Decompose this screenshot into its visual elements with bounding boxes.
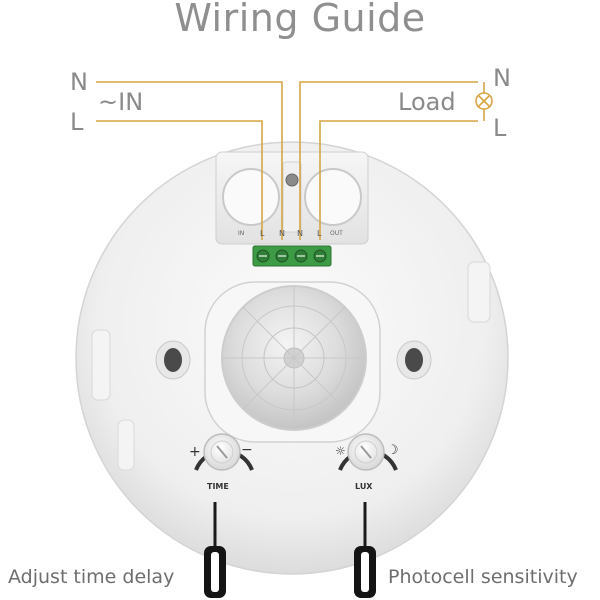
time-plus-symbol: + (189, 444, 201, 460)
wire-out-n (299, 81, 478, 240)
terminal-in-tag: IN (238, 230, 245, 237)
terminal-pin-label: L (260, 229, 265, 238)
mounting-hole-right (396, 340, 432, 380)
load-label: Load (398, 88, 456, 116)
wire-in-l (96, 120, 263, 240)
lux-knob[interactable] (338, 433, 398, 471)
time-caption: Adjust time delay (8, 566, 175, 588)
input-label: ~IN (98, 88, 144, 116)
time-knob-label: TIME (207, 482, 229, 491)
terminal-strip (252, 245, 332, 267)
input-n-label: N (70, 68, 88, 96)
time-knob[interactable] (194, 433, 254, 471)
output-l-label: L (493, 114, 507, 142)
pir-lens (204, 281, 381, 443)
wires (96, 81, 485, 240)
mounting-hole-left (155, 340, 191, 380)
terminal-pin-label: N (297, 229, 303, 238)
screwdriver-icon (354, 502, 376, 598)
sun-icon: ☼ (335, 444, 346, 458)
terminal-pin-label: N (279, 229, 285, 238)
input-l-label: L (70, 108, 84, 136)
terminal-housing (215, 151, 369, 245)
lamp-icon (475, 92, 493, 110)
wire-in-n (96, 81, 283, 240)
output-n-label: N (493, 64, 511, 92)
time-minus-symbol: − (241, 442, 253, 458)
screwdriver-icon (204, 502, 226, 598)
terminal-out-tag: OUT (330, 230, 343, 237)
page-title: Wiring Guide (174, 0, 426, 40)
wire-out-l (319, 120, 478, 240)
moon-icon: ☽ (387, 443, 399, 458)
lux-knob-label: LUX (355, 482, 373, 491)
terminal-pin-label: L (317, 229, 322, 238)
lux-caption: Photocell sensitivity (388, 566, 578, 588)
